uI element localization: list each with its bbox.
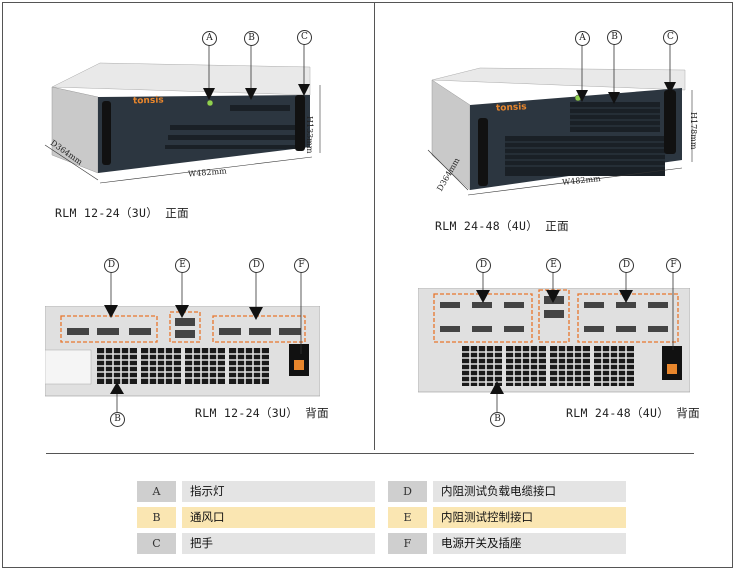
front-3u-pointers bbox=[203, 44, 310, 100]
back-4u-caption: RLM 24-48（4U） 背面 bbox=[566, 406, 700, 420]
marker-d-back-4u-right: D bbox=[619, 258, 634, 273]
marker-c-front-4u: C bbox=[663, 30, 678, 45]
legend-label-c: 把手 bbox=[182, 533, 375, 554]
back-3u-pointers bbox=[104, 272, 302, 412]
legend-label-b: 通风口 bbox=[182, 507, 375, 528]
front-4u-device-drawing bbox=[427, 67, 693, 196]
marker-e-back-4u: E bbox=[546, 258, 561, 273]
marker-b-back-4u: B bbox=[490, 412, 505, 427]
back-4u-pointers bbox=[476, 272, 674, 412]
marker-c-front-3u: C bbox=[297, 30, 312, 45]
marker-a-front-3u: A bbox=[202, 31, 217, 46]
legend-key-d: D bbox=[388, 481, 427, 502]
marker-d-back-3u-left: D bbox=[104, 258, 119, 273]
legend-key-f: F bbox=[388, 533, 427, 554]
legend-label-a: 指示灯 bbox=[182, 481, 375, 502]
marker-b-back-3u: B bbox=[110, 412, 125, 427]
vertical-divider bbox=[374, 2, 375, 450]
front-4u-pointers bbox=[576, 44, 676, 104]
legend-key-b: B bbox=[137, 507, 176, 528]
marker-e-back-3u: E bbox=[175, 258, 190, 273]
back-3u-caption: RLM 12-24（3U） 背面 bbox=[195, 406, 329, 420]
marker-a-front-4u: A bbox=[575, 31, 590, 46]
legend-key-e: E bbox=[388, 507, 427, 528]
legend-key-a: A bbox=[137, 481, 176, 502]
marker-b-front-4u: B bbox=[607, 30, 622, 45]
marker-d-back-3u-right: D bbox=[249, 258, 264, 273]
back-4u-device-drawing bbox=[418, 288, 690, 393]
horizontal-divider bbox=[46, 453, 694, 454]
legend-label-e: 内阻测试控制接口 bbox=[433, 507, 626, 528]
marker-d-back-4u-left: D bbox=[476, 258, 491, 273]
marker-b-front-3u: B bbox=[244, 31, 259, 46]
marker-f-back-4u: F bbox=[666, 258, 681, 273]
legend-label-d: 内阻测试负载电缆接口 bbox=[433, 481, 626, 502]
front-3u-caption: RLM 12-24（3U） 正面 bbox=[55, 206, 189, 220]
front-4u-caption: RLM 24-48（4U） 正面 bbox=[435, 219, 569, 233]
legend-label-f: 电源开关及插座 bbox=[433, 533, 626, 554]
marker-f-back-3u: F bbox=[294, 258, 309, 273]
front-3u-device-drawing bbox=[44, 62, 321, 184]
legend-key-c: C bbox=[137, 533, 176, 554]
back-3u-device-drawing bbox=[45, 306, 320, 397]
